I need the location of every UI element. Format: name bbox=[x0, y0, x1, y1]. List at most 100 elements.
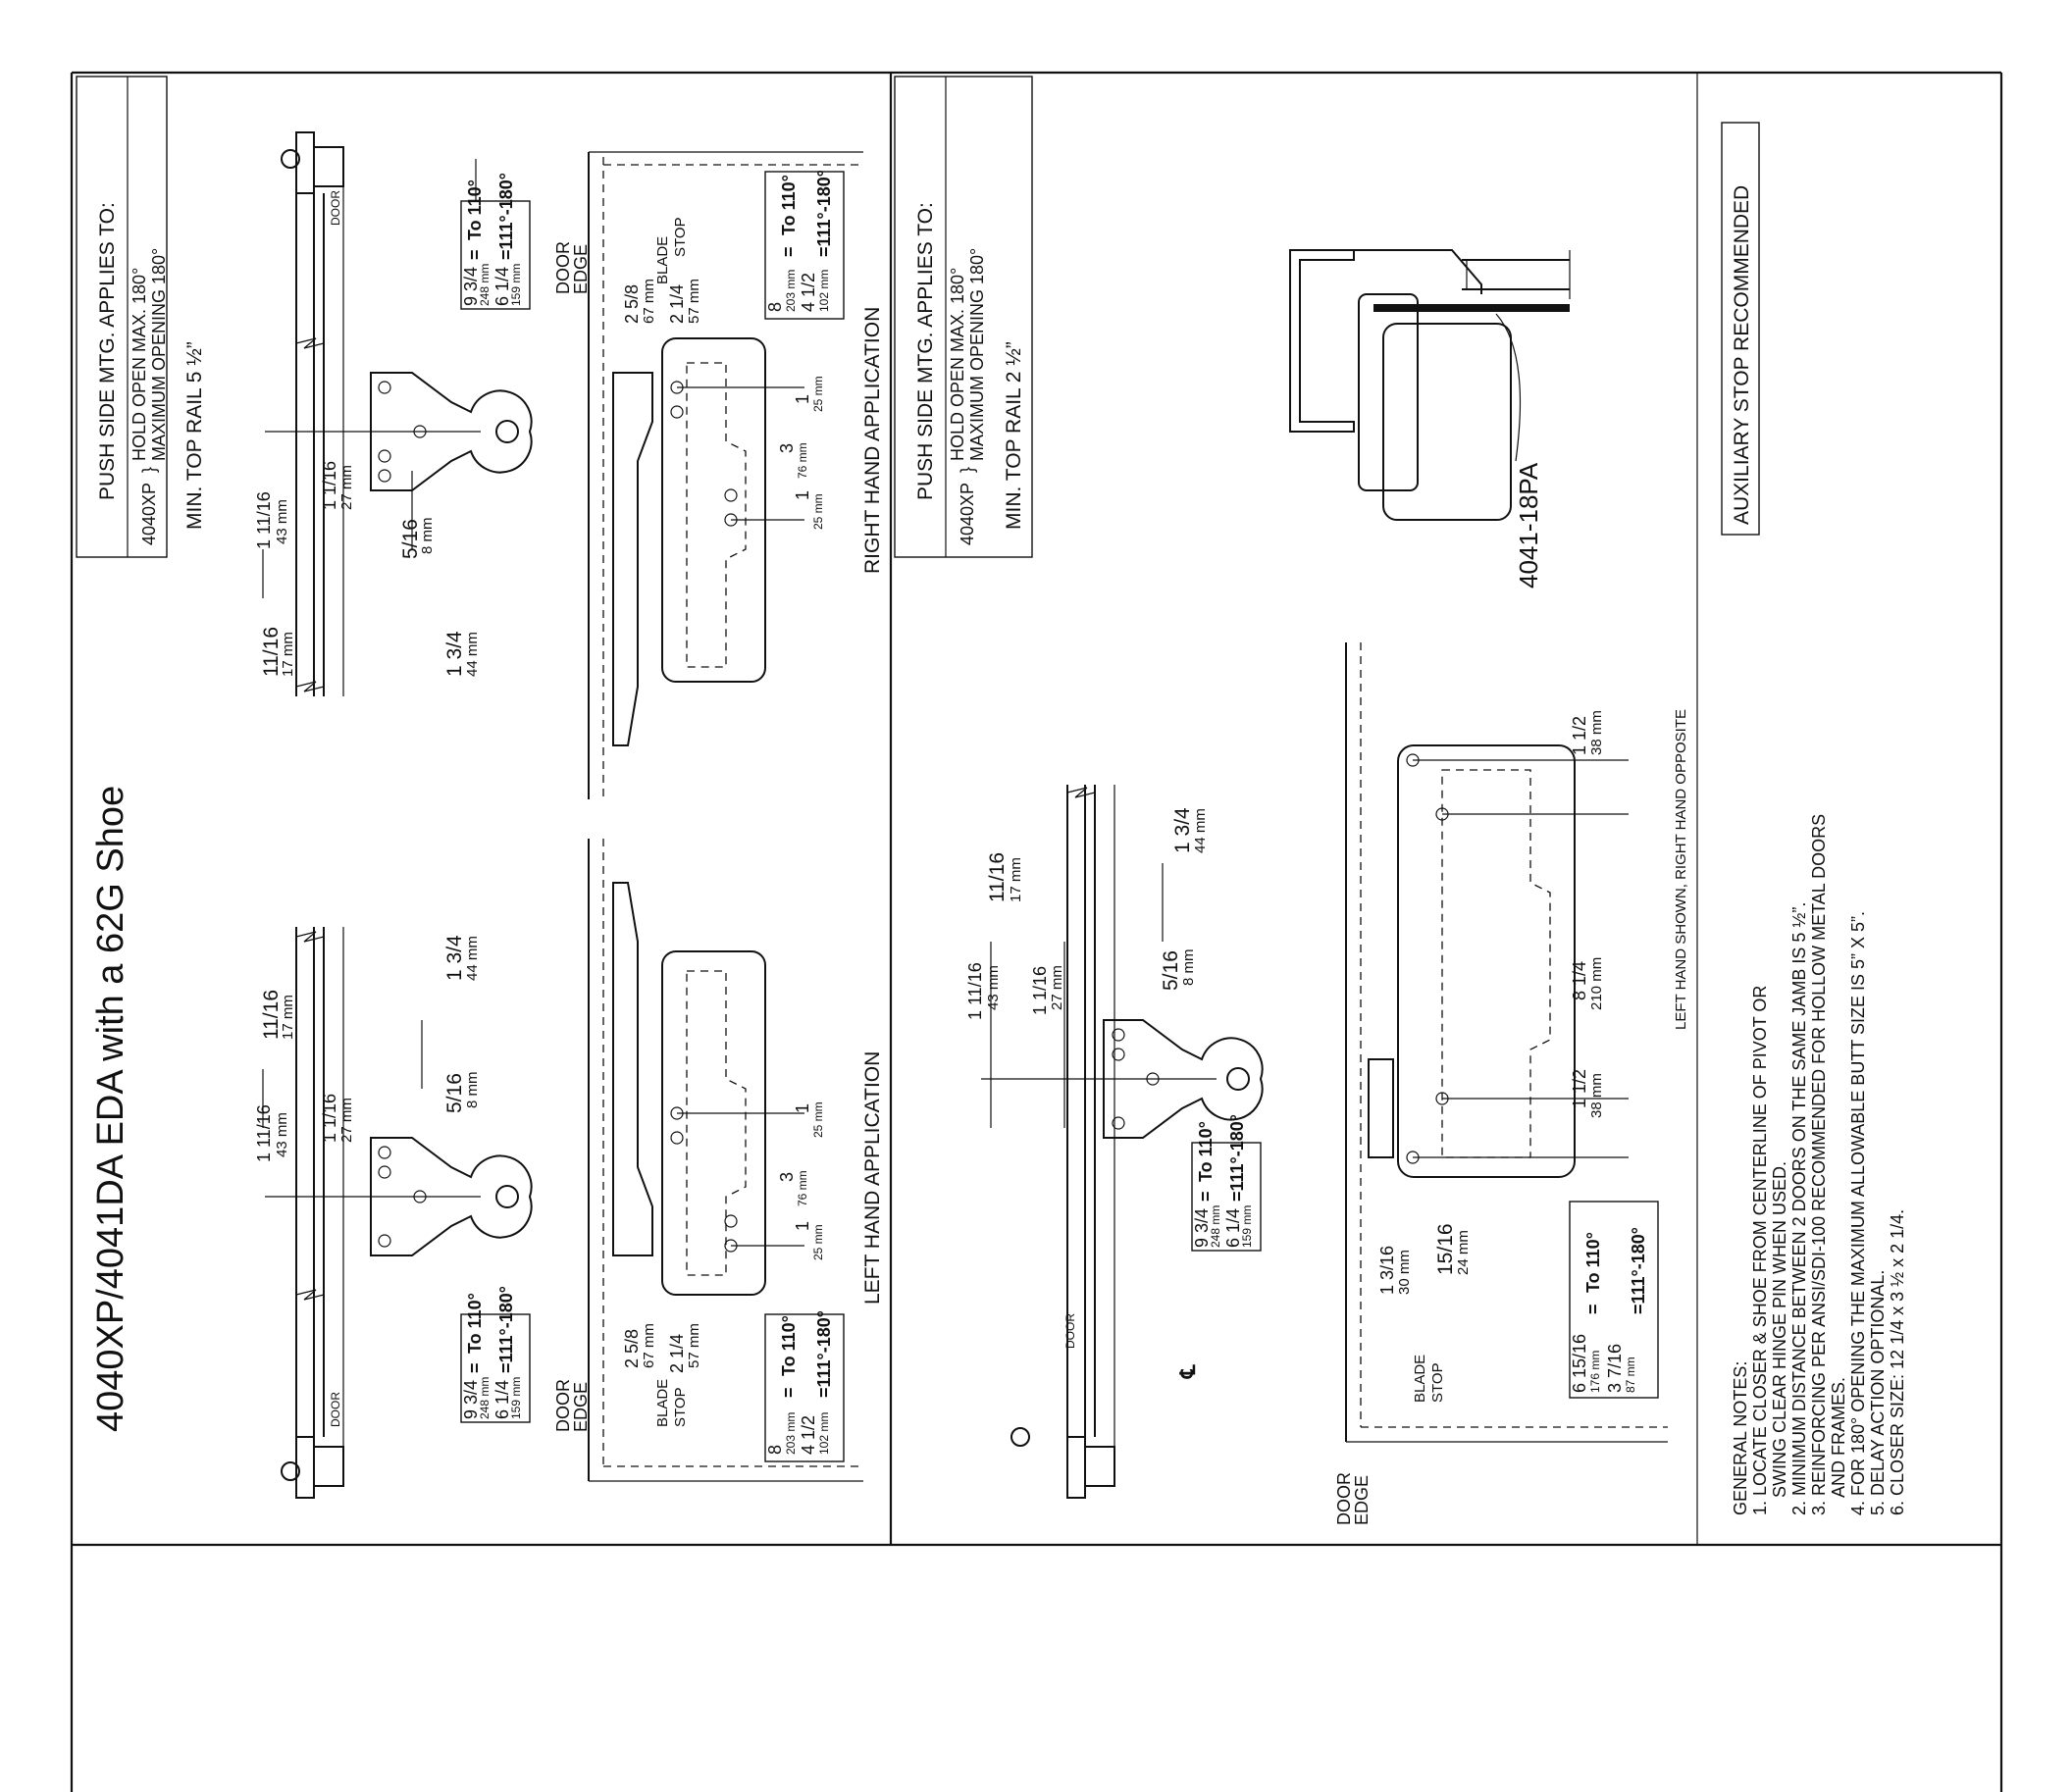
stop-rh: STOP bbox=[672, 217, 689, 257]
dim-210mm-mid: 210 mm bbox=[1588, 957, 1605, 1010]
dim-1-11-16-lh: 1 11/16 bbox=[254, 1104, 274, 1162]
applies-heading: PUSH SIDE MTG. APPLIES TO: bbox=[96, 202, 119, 500]
door-edge-1-rh: DOOR bbox=[553, 241, 573, 294]
note-1b: SWING CLEAR HINGE PIN WHEN USED. bbox=[1770, 1161, 1789, 1498]
rh-top-dims: 1 11/16 43 mm 1 1/16 27 mm 11/16 17 mm 5… bbox=[254, 461, 481, 677]
aux-stop-label: AUXILIARY STOP RECOMMENDED bbox=[1731, 185, 1753, 525]
dim-2-1-4-rh: 2 1/4 bbox=[667, 284, 687, 324]
mid-closer-plan: DOOR EDGE BLADE STOP 1 1/2 38 mm 8 1/4 2… bbox=[1334, 642, 1668, 1525]
to110-lh: To 110° bbox=[465, 1293, 485, 1354]
door-edge-1-mid: DOOR bbox=[1334, 1472, 1354, 1525]
dim-25mm-a-rh: 25 mm bbox=[811, 376, 825, 412]
eq-lh2: = bbox=[779, 1387, 799, 1398]
dim-1-3-4-lh: 1 3/4 bbox=[443, 935, 466, 981]
dim-76mm-rh: 76 mm bbox=[796, 442, 809, 479]
dim-17mm-rh: 17 mm bbox=[280, 632, 296, 677]
blade-rh: BLADE bbox=[654, 236, 671, 284]
dim-1-1-16-lh: 1 1/16 bbox=[320, 1094, 339, 1143]
dim-27mm-mid: 27 mm bbox=[1049, 965, 1065, 1010]
applies-model: 4040XP bbox=[139, 483, 159, 545]
dim-2-5-8-lh: 2 5/8 bbox=[622, 1329, 642, 1368]
door-edge-2-rh: EDGE bbox=[571, 244, 591, 294]
to110-mid2: To 110° bbox=[1583, 1232, 1603, 1293]
applies-line1: HOLD OPEN MAX. 180° bbox=[130, 268, 149, 461]
dim-67mm-lh: 67 mm bbox=[641, 1323, 657, 1368]
eq-rh2: = bbox=[779, 246, 799, 257]
dim-1a-lh: 1 bbox=[793, 1103, 812, 1113]
mid-frame-door-view: DOOR bbox=[981, 785, 1264, 1499]
dim-38mm-a-mid: 38 mm bbox=[1588, 710, 1605, 755]
door-label-lh: DOOR bbox=[329, 1392, 342, 1427]
lh-frame-door-view: DOOR bbox=[265, 927, 533, 1499]
dim-3-lh: 3 bbox=[777, 1172, 797, 1182]
dim-17mm-lh: 17 mm bbox=[280, 995, 296, 1040]
hand-note: LEFT HAND SHOWN, RIGHT HAND OPPOSITE bbox=[1673, 709, 1689, 1030]
mid-opening-dims: 9 3/4 248 mm 6 1/4 159 mm = To 110° =111… bbox=[1191, 1114, 1262, 1252]
dim-27mm-lh: 27 mm bbox=[338, 1098, 355, 1143]
dim-2-5-8-rh: 2 5/8 bbox=[622, 284, 642, 324]
dim-3-rh: 3 bbox=[777, 443, 797, 453]
dim-1-3-4-mid: 1 3/4 bbox=[1171, 807, 1194, 853]
dim-203mm-lh: 203 mm bbox=[784, 1412, 798, 1455]
dim-1-3-4-rh: 1 3/4 bbox=[443, 631, 466, 677]
dim-5-16-rh: 5/16 bbox=[399, 519, 422, 559]
to110-rh2: To 110° bbox=[779, 175, 799, 235]
lh-opening-dims: 9 3/4 248 mm 6 1/4 159 mm = To 110° =111… bbox=[460, 1286, 531, 1423]
to110-rh: To 110° bbox=[465, 179, 485, 240]
applies-brace-r: } bbox=[958, 467, 977, 473]
dim-17mm-mid: 17 mm bbox=[1008, 857, 1024, 902]
dim-9-3-4-mid: 9 3/4 bbox=[1192, 1208, 1212, 1248]
dim-176mm-mid: 176 mm bbox=[1588, 1351, 1602, 1393]
dim-4-1-2-rh: 4 1/2 bbox=[799, 273, 818, 312]
dim-38mm-b-mid: 38 mm bbox=[1588, 1073, 1605, 1118]
note-3: 3. REINFORCING PER ANSI/SDI-100 RECOMMEN… bbox=[1809, 814, 1829, 1515]
dim-159mm-mid: 159 mm bbox=[1240, 1205, 1254, 1248]
dim-102mm-rh: 102 mm bbox=[817, 270, 831, 312]
dim-27mm-rh: 27 mm bbox=[338, 465, 355, 510]
rh-bottom-dims: 8 203 mm 4 1/2 102 mm = To 110° =111°-18… bbox=[764, 170, 845, 320]
dim-6-1-4-mid: 6 1/4 bbox=[1223, 1208, 1243, 1248]
dim-87mm-mid: 87 mm bbox=[1624, 1357, 1637, 1393]
dim-203mm-rh: 203 mm bbox=[784, 270, 798, 312]
dim-25mm-b-lh: 25 mm bbox=[811, 1224, 825, 1260]
dim-6-1-4-lh: 6 1/4 bbox=[492, 1380, 512, 1419]
range180-lh2: =111°-180° bbox=[814, 1310, 834, 1398]
dim-1-1-2-b-mid: 1 1/2 bbox=[1570, 1069, 1589, 1108]
min-top-rail-left: MIN. TOP RAIL 5 ½” bbox=[183, 341, 206, 530]
to110-mid: To 110° bbox=[1196, 1121, 1216, 1182]
mid-bottom-dims: 6 15/16 176 mm 3 7/16 87 mm = To 110° =1… bbox=[1569, 1201, 1659, 1399]
applies-brace: } bbox=[139, 467, 159, 473]
applies-line2: MAXIMUM OPENING 180° bbox=[149, 248, 169, 461]
drawing-title: 4040XP/4041DA EDA with a 62G Shoe bbox=[90, 786, 131, 1432]
dim-43mm-rh: 43 mm bbox=[274, 499, 290, 544]
rh-application-label: RIGHT HAND APPLICATION bbox=[861, 307, 884, 574]
applies-line1-r: HOLD OPEN MAX. 180° bbox=[948, 268, 967, 461]
eq-mid2: = bbox=[1583, 1304, 1603, 1314]
lh-top-dims: 1 11/16 43 mm 1 1/16 27 mm 11/16 17 mm 5… bbox=[254, 935, 481, 1162]
dim-1a-rh: 1 bbox=[793, 394, 812, 404]
stop-detail: 4041-18PA bbox=[1289, 249, 1571, 589]
blade-lh: BLADE bbox=[654, 1379, 671, 1427]
sheet-frame bbox=[70, 71, 2003, 1792]
dim-3-7-16-mid: 3 7/16 bbox=[1605, 1344, 1625, 1393]
dim-15-16-mid: 15/16 bbox=[1434, 1223, 1457, 1275]
dim-8-1-4-mid: 8 1/4 bbox=[1570, 961, 1589, 1000]
dim-57mm-rh: 57 mm bbox=[686, 279, 702, 324]
door-edge-2-mid: EDGE bbox=[1352, 1475, 1372, 1525]
dim-2-1-4-lh: 2 1/4 bbox=[667, 1334, 687, 1373]
range180-mid2: =111°-180° bbox=[1629, 1227, 1648, 1314]
dim-8-rh: 8 bbox=[765, 302, 785, 312]
eq-rh: = bbox=[465, 249, 485, 260]
dim-159mm-rh: 159 mm bbox=[509, 264, 523, 306]
note-6: 6. CLOSER SIZE: 12 1/4 x 3 ½ x 2 1/4. bbox=[1888, 1209, 1907, 1515]
door-edge-1-lh: DOOR bbox=[553, 1379, 573, 1432]
centerline-symbol: ℄ bbox=[1177, 1364, 1200, 1379]
lh-closer-plan: DOOR EDGE BLADE STOP 2 5/8 67 mm 2 1/4 5… bbox=[553, 839, 863, 1482]
dim-102mm-lh: 102 mm bbox=[817, 1412, 831, 1455]
dim-5-16-lh: 5/16 bbox=[443, 1073, 466, 1113]
applies-to-box-right: PUSH SIDE MTG. APPLIES TO: 4040XP } HOLD… bbox=[894, 76, 1033, 558]
dim-1-1-2-a-mid: 1 1/2 bbox=[1570, 716, 1589, 755]
lh-bottom-dims: 8 203 mm 4 1/2 102 mm = To 110° =111°-18… bbox=[764, 1310, 845, 1462]
dim-11-16-rh: 11/16 bbox=[260, 627, 283, 677]
dim-248mm-mid: 248 mm bbox=[1209, 1205, 1222, 1248]
